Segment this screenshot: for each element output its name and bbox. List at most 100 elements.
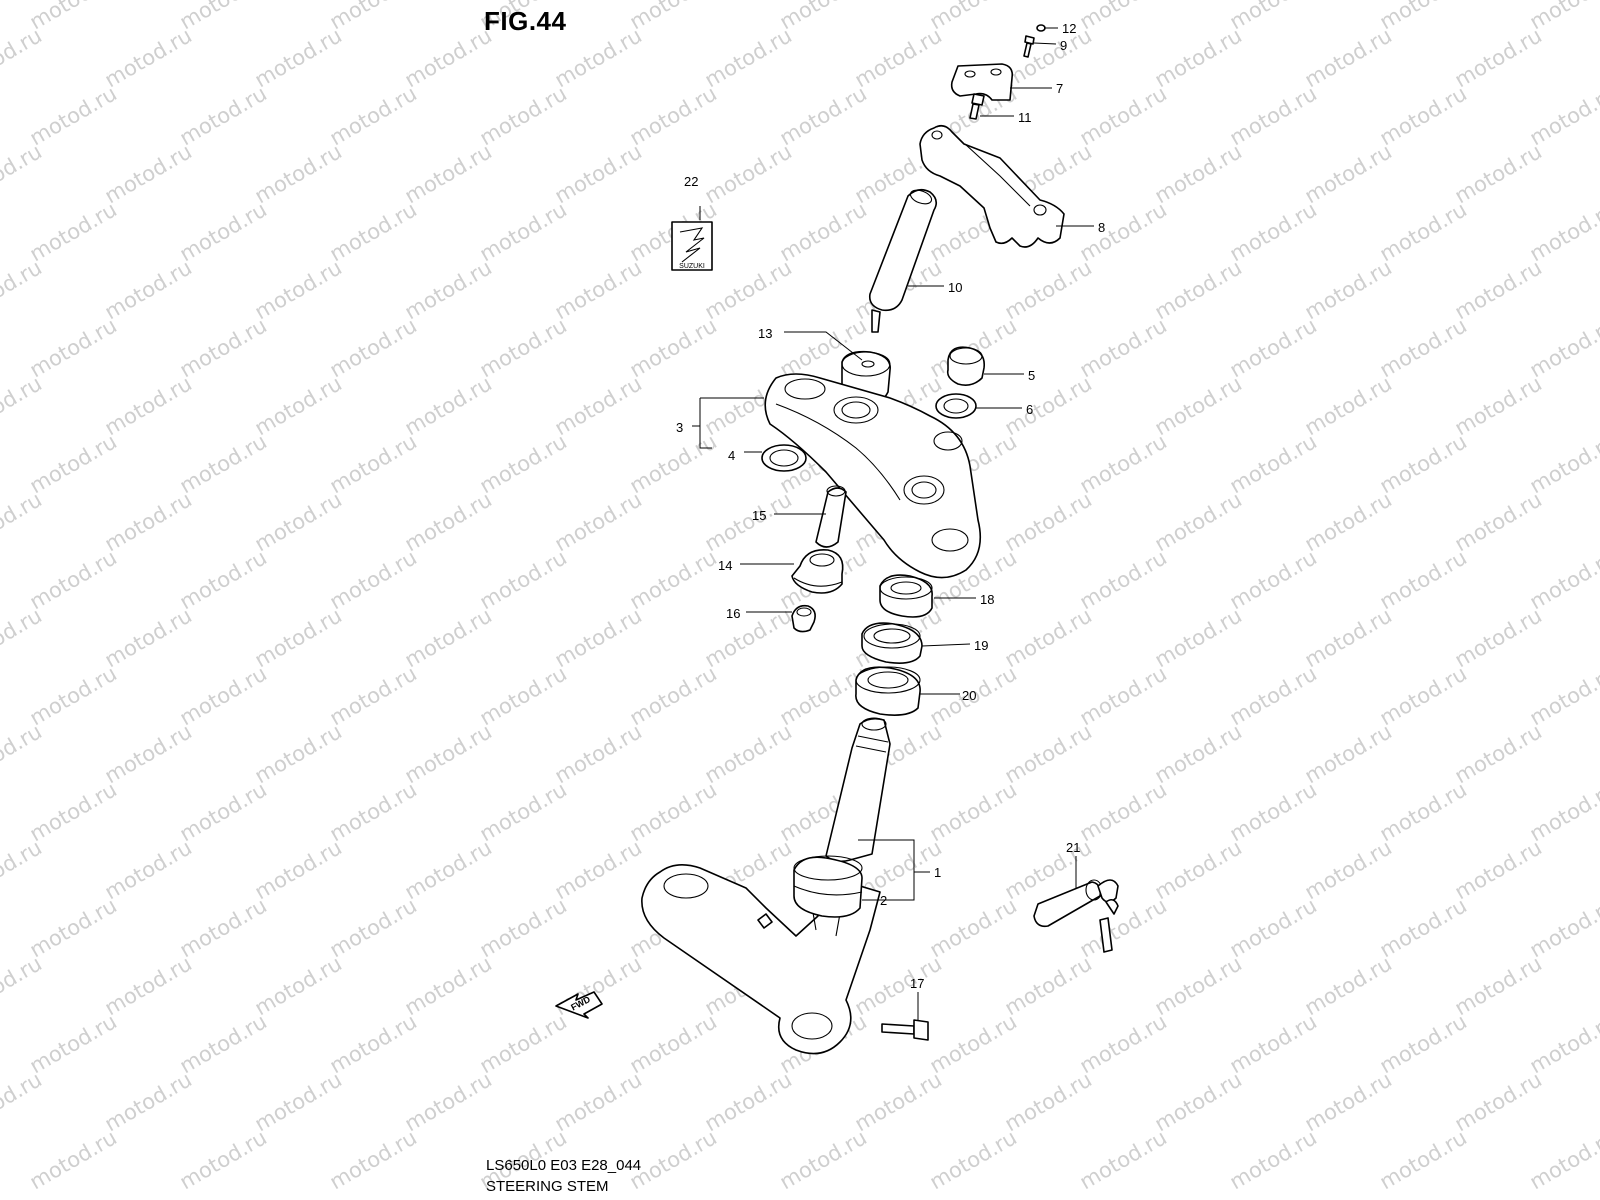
watermark-text: motod.ru xyxy=(0,951,46,1020)
watermark-text: motod.ru xyxy=(26,545,121,614)
watermark-text: motod.ru xyxy=(0,23,46,92)
watermark-text: motod.ru xyxy=(1076,313,1171,382)
watermark-text: motod.ru xyxy=(251,487,346,556)
watermark-text: motod.ru xyxy=(1226,429,1321,498)
watermark-text: motod.ru xyxy=(26,429,121,498)
callout-15: 15 xyxy=(752,508,766,523)
watermark-text: motod.ru xyxy=(0,371,46,440)
part-18-steering-stem-nut xyxy=(879,574,933,618)
watermark-text: motod.ru xyxy=(776,197,871,266)
watermark-text: motod.ru xyxy=(251,1067,346,1136)
watermark-text: motod.ru xyxy=(0,139,46,208)
watermark-text: motod.ru xyxy=(1301,1067,1396,1136)
watermark-text: motod.ru xyxy=(1526,661,1600,730)
part-19-dust-seal xyxy=(861,622,923,664)
part-14-grommet xyxy=(791,549,844,594)
callout-7: 7 xyxy=(1056,81,1063,96)
watermark-text: motod.ru xyxy=(176,0,271,34)
watermark-text: motod.ru xyxy=(551,603,646,672)
watermark-text: motod.ru xyxy=(1526,1009,1600,1078)
callout-2: 2 xyxy=(880,893,887,908)
watermark-text: motod.ru xyxy=(851,23,946,92)
watermark-text: motod.ru xyxy=(626,1009,721,1078)
watermark-text: motod.ru xyxy=(0,719,46,788)
watermark-text: motod.ru xyxy=(851,1067,946,1136)
watermark-text: motod.ru xyxy=(1301,719,1396,788)
watermark-text: motod.ru xyxy=(1076,1009,1171,1078)
watermark-text: motod.ru xyxy=(1226,0,1321,34)
watermark-text: motod.ru xyxy=(176,429,271,498)
watermark-text: motod.ru xyxy=(476,661,571,730)
watermark-text: motod.ru xyxy=(1301,255,1396,324)
watermark-text: motod.ru xyxy=(326,1125,421,1194)
watermark-text: motod.ru xyxy=(1451,139,1546,208)
watermark-text: motod.ru xyxy=(326,81,421,150)
callout-6: 6 xyxy=(1026,402,1033,417)
callout-3: 3 xyxy=(676,420,683,435)
callout-12: 12 xyxy=(1062,21,1076,36)
watermark-text: motod.ru xyxy=(1376,429,1471,498)
watermark-text: motod.ru xyxy=(551,255,646,324)
watermark-text: motod.ru xyxy=(551,371,646,440)
watermark-text: motod.ru xyxy=(1376,893,1471,962)
watermark-text: motod.ru xyxy=(1226,661,1321,730)
watermark-text: motod.ru xyxy=(176,545,271,614)
fwd-arrow-icon: FWD xyxy=(555,991,603,1019)
callout-5: 5 xyxy=(1028,368,1035,383)
watermark-text: motod.ru xyxy=(551,139,646,208)
watermark-text: motod.ru xyxy=(176,313,271,382)
callout-8: 8 xyxy=(1098,220,1105,235)
watermark-text: motod.ru xyxy=(1001,719,1096,788)
watermark-text: motod.ru xyxy=(1451,255,1546,324)
watermark-text: motod.ru xyxy=(476,429,571,498)
emblem-logo-text: SUZUKI xyxy=(679,263,705,270)
watermark-text: motod.ru xyxy=(101,371,196,440)
watermark-text: motod.ru xyxy=(1226,1009,1321,1078)
watermark-text: motod.ru xyxy=(1526,545,1600,614)
watermark-text: motod.ru xyxy=(1526,429,1600,498)
callout-22: 22 xyxy=(684,174,698,189)
watermark-text: motod.ru xyxy=(1226,197,1321,266)
watermark-text: motod.ru xyxy=(176,777,271,846)
watermark-text: motod.ru xyxy=(1376,1009,1471,1078)
watermark-text: motod.ru xyxy=(401,1067,496,1136)
watermark-text: motod.ru xyxy=(1151,255,1246,324)
part-9-bolt xyxy=(1023,35,1035,58)
watermark-text: motod.ru xyxy=(1451,487,1546,556)
watermark-text: motod.ru xyxy=(926,777,1021,846)
watermark-text: motod.ru xyxy=(326,777,421,846)
watermark-text: motod.ru xyxy=(1451,371,1546,440)
watermark-text: motod.ru xyxy=(251,603,346,672)
watermark-text: motod.ru xyxy=(551,1067,646,1136)
watermark-text: motod.ru xyxy=(26,1125,121,1194)
watermark-text: motod.ru xyxy=(1001,951,1096,1020)
watermark-text: motod.ru xyxy=(26,81,121,150)
watermark-text: motod.ru xyxy=(1301,603,1396,672)
watermark-text: motod.ru xyxy=(251,371,346,440)
watermark-text: motod.ru xyxy=(776,0,871,34)
watermark-text: motod.ru xyxy=(0,603,46,672)
watermark-text: motod.ru xyxy=(1451,1067,1546,1136)
watermark-text: motod.ru xyxy=(701,603,796,672)
watermark-text: motod.ru xyxy=(26,0,121,34)
part-22-suzuki-emblem: SUZUKI xyxy=(671,221,713,271)
watermark-text: motod.ru xyxy=(326,0,421,34)
watermark-text: motod.ru xyxy=(1151,371,1246,440)
callout-1: 1 xyxy=(934,865,941,880)
watermark-text: motod.ru xyxy=(176,197,271,266)
watermark-text: motod.ru xyxy=(1526,313,1600,382)
watermark-text: motod.ru xyxy=(1526,197,1600,266)
watermark-text: motod.ru xyxy=(626,313,721,382)
watermark-text: motod.ru xyxy=(626,429,721,498)
watermark-text: motod.ru xyxy=(1076,545,1171,614)
watermark-text: motod.ru xyxy=(926,1125,1021,1194)
watermark-text: motod.ru xyxy=(176,893,271,962)
watermark-text: motod.ru xyxy=(1226,545,1321,614)
watermark-text: motod.ru xyxy=(701,255,796,324)
watermark-text: motod.ru xyxy=(176,81,271,150)
watermark-text: motod.ru xyxy=(1451,603,1546,672)
callout-4: 4 xyxy=(728,448,735,463)
watermark-text: motod.ru xyxy=(626,661,721,730)
watermark-text: motod.ru xyxy=(176,661,271,730)
callout-19: 19 xyxy=(974,638,988,653)
